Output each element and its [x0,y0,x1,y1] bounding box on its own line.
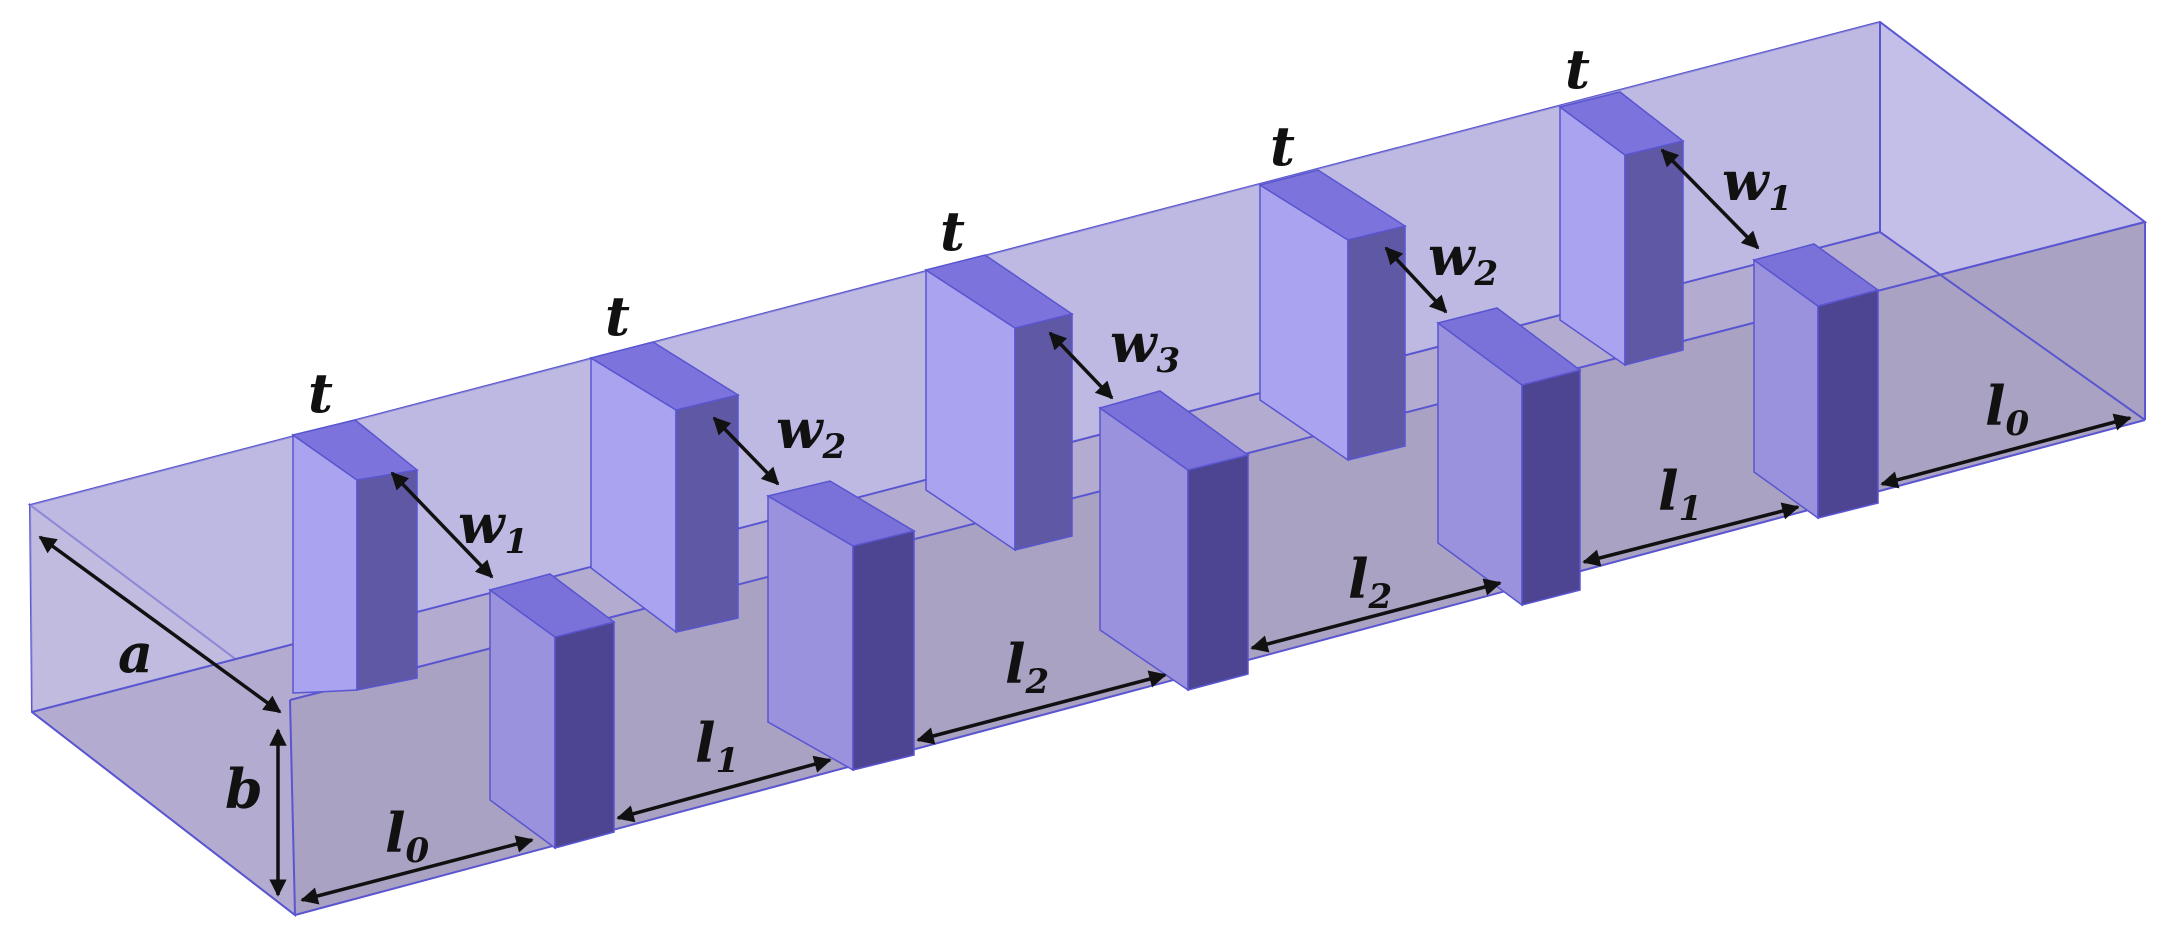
dimension-arrows [38,148,2132,905]
post-top-face [589,341,740,411]
label-l0-right: l0 [1985,374,2030,444]
post [291,419,419,694]
post [1258,169,1407,462]
w2-right-arrow [1384,246,1448,314]
label-w2-left: w2 [776,397,846,467]
post-top-face [1436,307,1582,386]
label-t2: t [605,284,630,348]
l1-right-arrow [1582,502,1800,567]
l1-left-arrow [616,755,832,823]
post-side-face [852,530,915,771]
label-w1-left: w1 [458,492,528,562]
label-t1: t [308,361,333,425]
post [1436,307,1582,607]
post-top-face [1098,390,1250,471]
w1-right-arrow [1660,148,1760,250]
label-w3: w3 [1110,311,1180,381]
w3-arrow [1048,331,1114,400]
label-l2-right: l2 [1348,547,1392,617]
label-t5: t [1565,37,1590,101]
post-side-face [675,394,739,633]
w2-left-arrow [712,416,780,486]
post [766,480,916,772]
post-top-face [291,419,419,481]
post-side-face [1187,454,1249,691]
post [1098,390,1250,692]
front-posts [488,243,1880,850]
w1-left-arrow [390,471,494,579]
post [589,341,740,634]
box-edge [1879,231,2146,421]
post-top-face [488,573,616,638]
label-t3: t [940,199,965,263]
post-top-face [766,480,916,547]
label-l1-left: l1 [695,711,739,781]
post [488,573,616,850]
l0-right-arrow [1880,413,2132,489]
l2-left-arrow [916,670,1167,745]
label-b: b [225,757,263,821]
post-side-face [356,469,418,691]
label-a: a [118,621,153,685]
a-arrow [38,535,282,714]
label-l2-left: l2 [1005,632,1049,702]
post-top-face [1752,243,1880,307]
back-posts [291,91,1685,694]
post-side-face [1817,289,1879,519]
post-side-face [1521,369,1581,606]
label-t4: t [1270,114,1295,178]
labels: a b t t t t t w1 w2 w3 w2 w1 l0 l1 l2 l2… [118,37,2030,871]
l2-right-arrow [1250,578,1502,653]
post-top-face [1258,169,1407,241]
label-w2-right: w2 [1428,224,1498,294]
post [1752,243,1880,520]
box-edge [31,711,296,916]
box-edge [289,699,296,916]
l0-left-arrow [300,835,534,905]
post-top-face [924,254,1074,329]
label-l0-left: l0 [385,801,430,871]
post-side-face [1624,140,1684,366]
post-top-face [1558,91,1685,156]
post-side-face [554,621,615,849]
label-w1-right: w1 [1722,149,1792,219]
label-l1-right: l1 [1658,459,1702,529]
post [1558,91,1685,367]
